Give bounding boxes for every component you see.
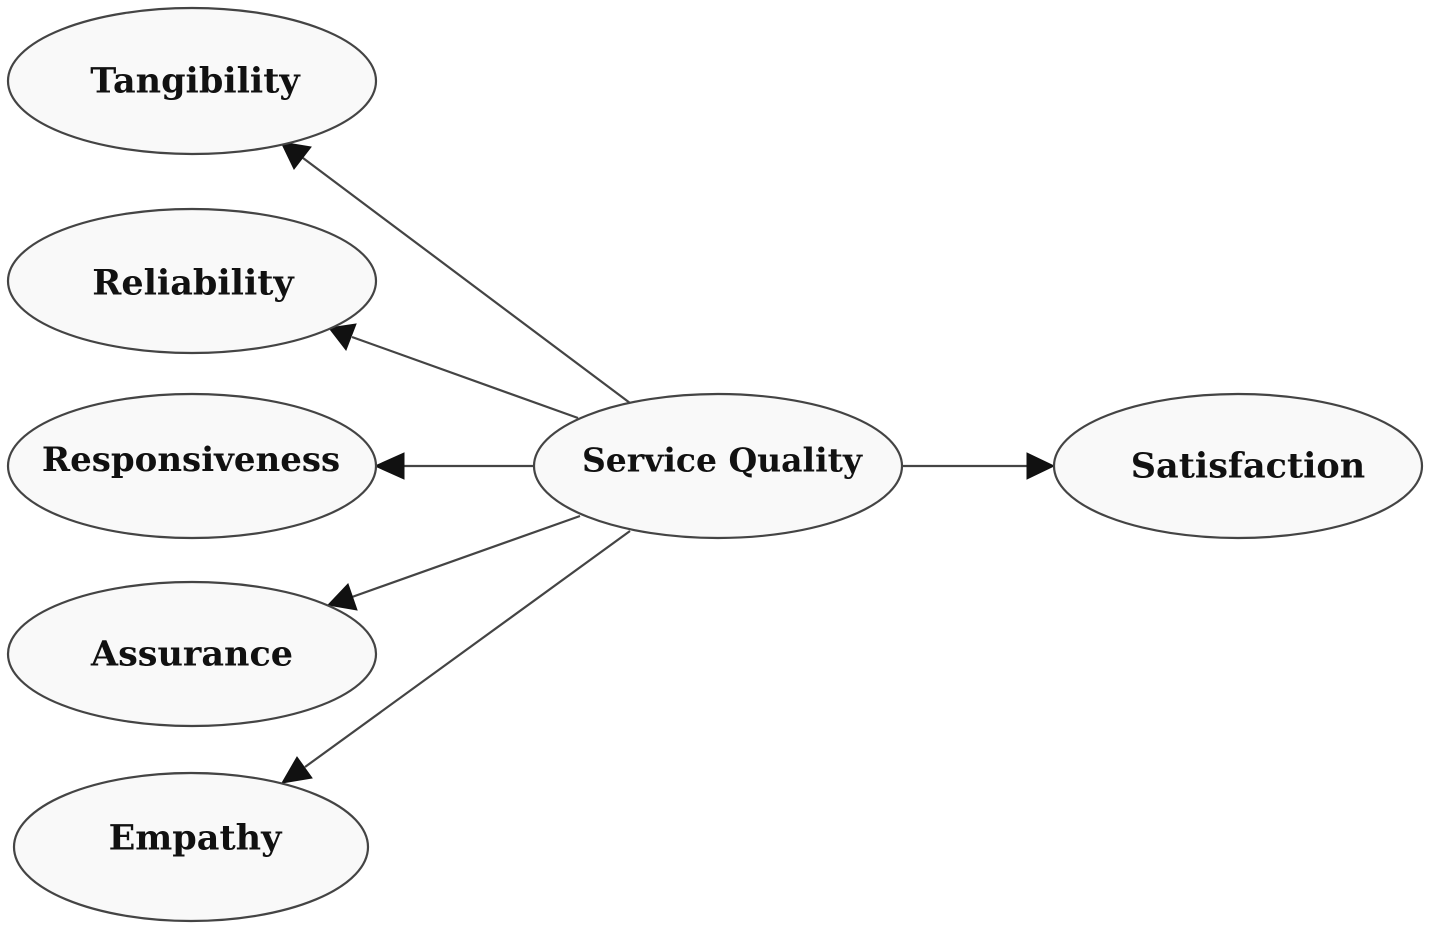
node-shape bbox=[12, 771, 370, 923]
node-assurance: Assurance bbox=[6, 580, 378, 728]
edge-to-responsiveness bbox=[373, 452, 536, 480]
node-responsiveness: Responsiveness bbox=[6, 392, 378, 540]
node-label: Service Quality bbox=[582, 441, 863, 480]
node-satisfaction: Satisfaction bbox=[1052, 392, 1424, 540]
edge-line bbox=[302, 157, 631, 404]
node-tangibility: Tangibility bbox=[6, 6, 378, 156]
node-shape bbox=[6, 392, 378, 540]
node-label: Satisfaction bbox=[1131, 446, 1365, 487]
node-shape bbox=[1052, 392, 1424, 540]
arrowhead-icon bbox=[373, 452, 405, 480]
node-label: Responsiveness bbox=[42, 440, 340, 480]
node-reliability: Reliability bbox=[6, 207, 378, 355]
arrowhead-icon bbox=[328, 323, 357, 352]
edge-to-assurance bbox=[326, 514, 581, 611]
node-label: Tangibility bbox=[90, 61, 301, 102]
edge-to-reliability bbox=[328, 323, 579, 420]
arrowhead-icon bbox=[280, 141, 312, 170]
edge-line bbox=[351, 335, 579, 420]
edge-line bbox=[351, 514, 581, 599]
arrowhead-icon bbox=[281, 756, 313, 784]
node-label: Reliability bbox=[92, 263, 295, 304]
edge-to-satisfaction bbox=[902, 452, 1056, 480]
node-empathy: Empathy bbox=[12, 771, 370, 923]
arrowhead-icon bbox=[1026, 452, 1056, 480]
node-shape bbox=[6, 207, 378, 355]
node-shape bbox=[6, 580, 378, 728]
node-shape bbox=[532, 392, 904, 540]
edge-to-tangibility bbox=[280, 141, 631, 404]
edge-line bbox=[304, 530, 631, 768]
node-service-quality: Service Quality bbox=[532, 392, 904, 540]
edge-to-empathy bbox=[281, 530, 631, 784]
node-shape bbox=[6, 6, 378, 156]
arrowhead-icon bbox=[326, 583, 358, 611]
node-label: Empathy bbox=[109, 818, 283, 859]
node-label: Assurance bbox=[90, 634, 293, 675]
